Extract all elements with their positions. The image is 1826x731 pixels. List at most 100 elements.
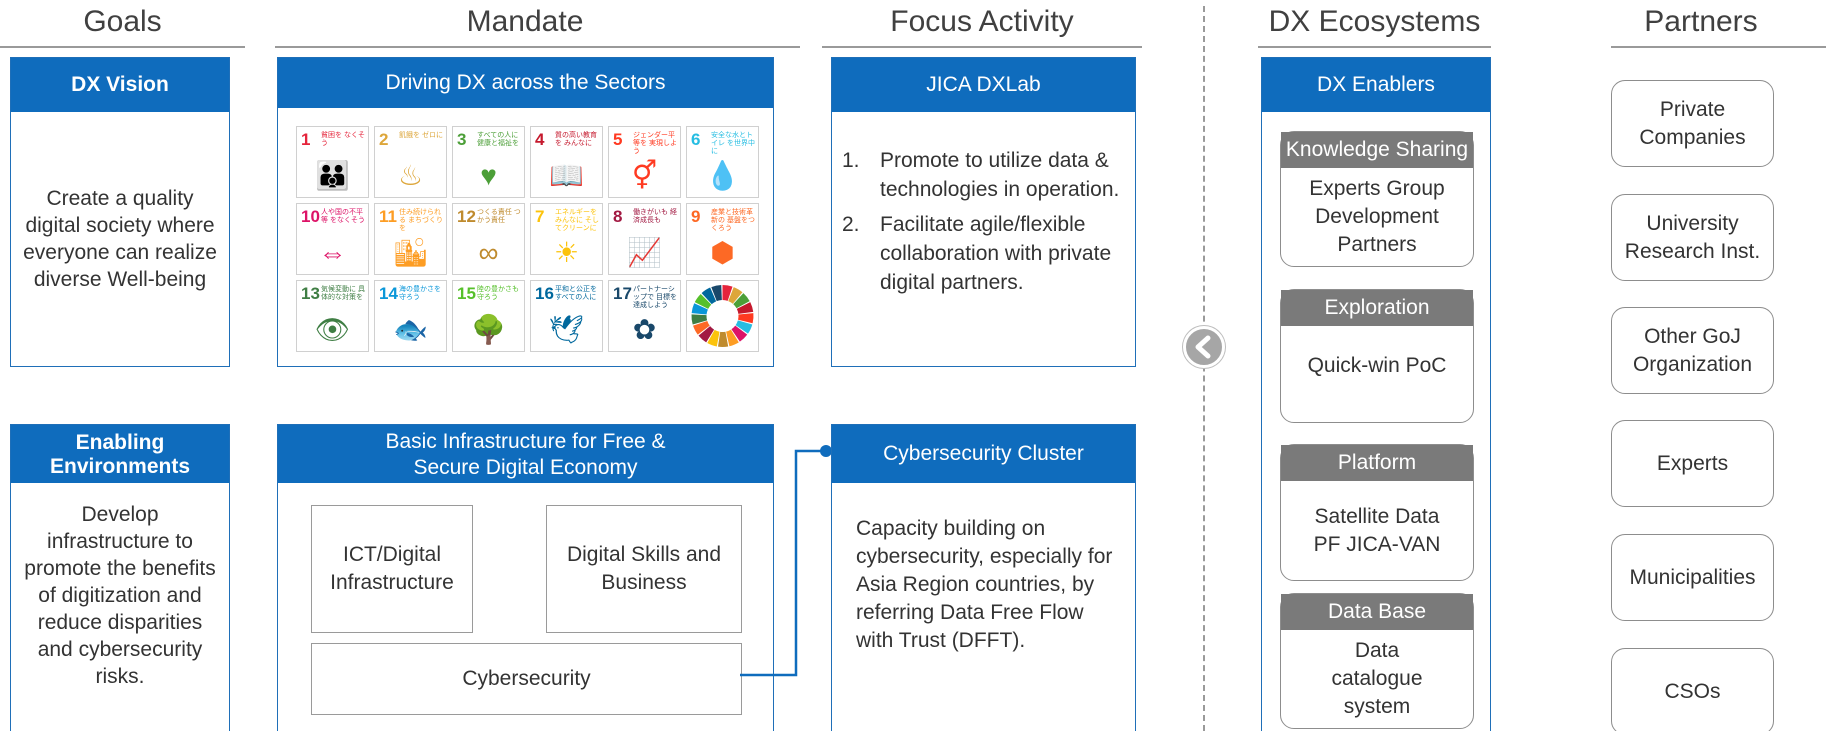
sdg-wheel-segment (698, 326, 715, 343)
sdg-number: 16 (535, 284, 554, 303)
basic-infrastructure-box: Basic Infrastructure for Free & Secure D… (277, 424, 774, 731)
rings-icon: ✿ (632, 314, 657, 345)
sdg-label: つくる責任 つかう責任 (477, 209, 521, 224)
sdg-number: 9 (691, 207, 701, 226)
column-rule-goals (0, 46, 245, 48)
sdg-label: 質の高い教育を みんなに (555, 132, 597, 147)
water-icon: 💧 (705, 160, 740, 191)
sdg-wheel-segment (735, 320, 753, 334)
eye-globe-icon: 👁 (314, 314, 351, 345)
jica-dxlab-item-2: 2. Facilitate agile/flexible collaborati… (838, 210, 1121, 297)
dx-vision-title: DX Vision (11, 58, 229, 112)
sdg-wheel-segment (722, 285, 733, 301)
dx-enablers-title: DX Enablers (1262, 58, 1490, 112)
list-number: 1. (842, 149, 860, 172)
sdg-tile-3: 3 すべての人に 健康と福祉を ♥ (452, 126, 525, 198)
driving-dx-title: Driving DX across the Sectors (278, 58, 773, 108)
section-divider (1203, 6, 1205, 731)
sdg-number: 3 (457, 130, 467, 149)
sdg-wheel-segment (691, 314, 708, 325)
sdg-wheel-segment (738, 313, 754, 324)
fish-icon: 🐟 (393, 314, 428, 345)
partner-municipalities: Municipalities (1611, 534, 1774, 621)
sdg-wheel-segment (718, 331, 729, 348)
partner-other-goj: Other GoJ Organization (1611, 307, 1774, 394)
book-icon: 📖 (549, 160, 584, 191)
digital-skills-box: Digital Skills and Business (546, 505, 742, 633)
city-icon: 🏙 (392, 237, 429, 268)
tree-icon: 🌳 (471, 314, 506, 345)
sdg-number: 15 (457, 284, 476, 303)
cubes-icon: ⬢ (710, 237, 735, 268)
dx-card-head: Data Base (1281, 594, 1473, 630)
sdg-number: 14 (379, 284, 398, 303)
collapse-chevron-icon[interactable] (1183, 326, 1225, 368)
sdg-wheel-segment (707, 329, 720, 347)
dx-card-head: Knowledge Sharing (1281, 132, 1473, 168)
equality-icon: ⇔ (318, 237, 347, 268)
list-number: 2. (842, 213, 860, 236)
heartbeat-icon: ♥ (480, 160, 497, 191)
dx-card-knowledge-sharing: Knowledge Sharing Experts Group Developm… (1280, 131, 1474, 267)
sdg-label: 陸の豊かさも 守ろう (477, 286, 519, 301)
sdg-number: 10 (301, 207, 320, 226)
sdg-number: 7 (535, 207, 545, 226)
dx-card-platform: Platform Satellite Data PF JICA-VAN (1280, 444, 1474, 581)
sdg-number: 6 (691, 130, 701, 149)
dx-card-exploration: Exploration Quick-win PoC (1280, 289, 1474, 423)
jica-dxlab-box: JICA DXLab 1. Promote to utilize data & … (831, 57, 1136, 367)
enabling-environments-box: Enabling Environments Develop infrastruc… (10, 424, 230, 731)
column-title-partners: Partners (1644, 5, 1758, 38)
cybersecurity-cluster-body: Capacity building on cybersecurity, espe… (856, 517, 1113, 652)
list-text: Promote to utilize data & technologies i… (880, 149, 1120, 201)
sdg-wheel-segment (726, 329, 739, 347)
sdg-label: 人や国の不平等 をなくそう (321, 209, 365, 224)
gender-icon: ⚥ (631, 160, 658, 191)
dx-vision-body: Create a quality digital society where e… (23, 187, 217, 291)
sdg-wheel-segment (731, 325, 748, 342)
sdg-number: 13 (301, 284, 320, 303)
enabling-environments-body: Develop infrastructure to promote the be… (24, 503, 216, 688)
sdg-wheel-segment (701, 287, 717, 305)
partner-private-companies: Private Companies (1611, 80, 1774, 167)
column-rule-focus (822, 46, 1142, 48)
column-title-ecosystems: DX Ecosystems (1268, 5, 1481, 38)
partner-university: University Research Inst. (1611, 194, 1774, 281)
cybersecurity-cluster-box: Cybersecurity Cluster Capacity building … (831, 424, 1136, 731)
dx-card-body: Satellite Data PF JICA-VAN (1313, 504, 1441, 556)
sdg-label: すべての人に 健康と福祉を (477, 132, 519, 147)
sdg-label: 海の豊かさを 守ろう (399, 286, 441, 301)
sdg-label: エネルギーをみんなに そしてクリーンに (555, 209, 599, 232)
sdg-label: 飢餓を ゼロに (399, 132, 443, 139)
column-rule-partners (1611, 46, 1826, 48)
sdg-number: 12 (457, 207, 476, 226)
column-title-focus: Focus Activity (890, 5, 1074, 38)
sdg-tile-4: 4 質の高い教育を みんなに 📖 (530, 126, 603, 198)
jica-dxlab-item-1: 1. Promote to utilize data & technologie… (838, 146, 1121, 204)
sdg-wheel-segment (736, 302, 754, 314)
enabling-environments-title: Enabling Environments (11, 425, 229, 483)
ict-infrastructure-box: ICT/Digital Infrastructure (311, 505, 473, 633)
sdg-label: 平和と公正を すべての人に (555, 286, 597, 301)
bowl-icon: ♨ (397, 160, 424, 191)
sdg-label: 働きがいも 経済成長も (633, 209, 677, 224)
sdg-number: 4 (535, 130, 545, 149)
family-icon: 👪 (315, 160, 350, 191)
sdg-wheel-icon (686, 280, 759, 352)
sdg-label: パートナーシップで 目標を達成しよう (633, 286, 677, 309)
list-text: Facilitate agile/flexible collaboration … (880, 213, 1112, 294)
column-title-goals: Goals (83, 5, 162, 38)
